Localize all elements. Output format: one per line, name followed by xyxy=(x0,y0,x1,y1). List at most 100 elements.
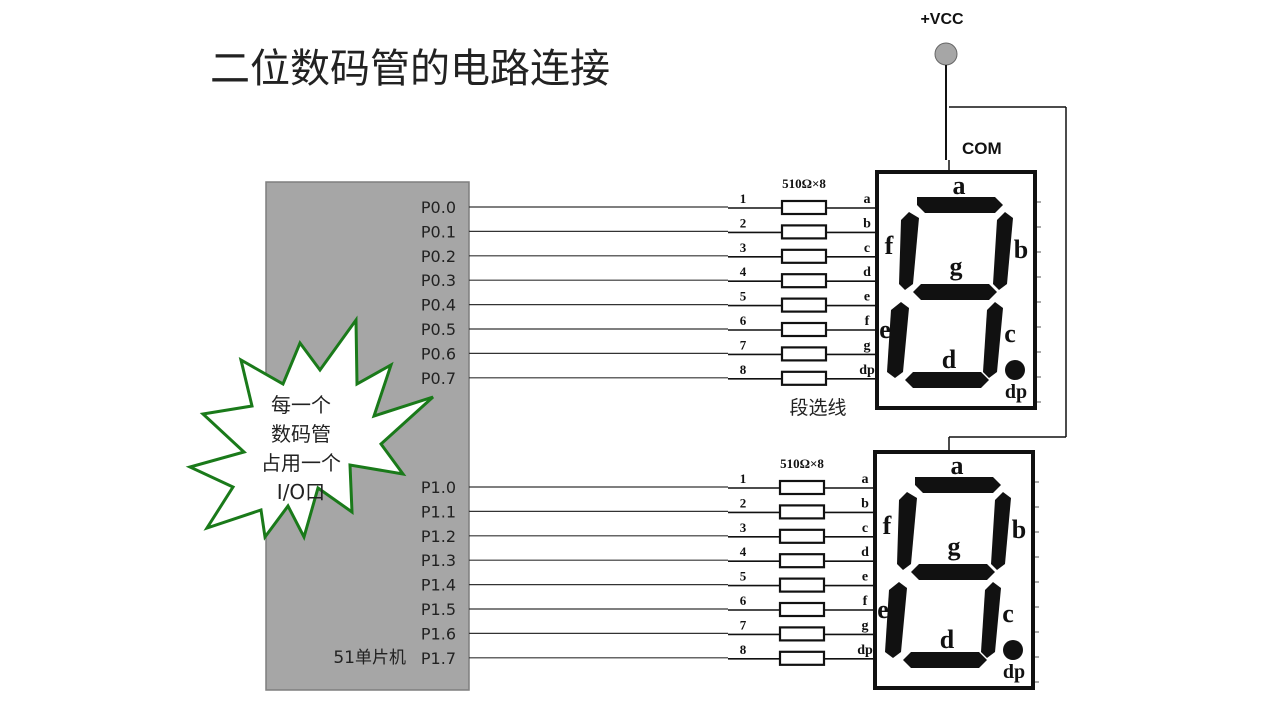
segment-c xyxy=(981,582,1001,658)
resistor-pin-number: 5 xyxy=(740,569,747,584)
segment-c xyxy=(983,302,1003,378)
pin-label: P0.2 xyxy=(421,247,456,266)
label-f: f xyxy=(883,511,892,540)
pin-label: P0.5 xyxy=(421,320,456,339)
callout-text-line: 占用一个 xyxy=(261,451,341,475)
segment-e xyxy=(887,302,909,378)
label-f: f xyxy=(885,231,894,260)
pin-label: P1.2 xyxy=(421,527,456,546)
pin-label: P0.3 xyxy=(421,271,456,290)
segment-f xyxy=(899,212,919,290)
label-e: e xyxy=(877,595,889,624)
callout-text-line: 每一个 xyxy=(271,393,331,417)
resistor-pin-number: 7 xyxy=(740,617,747,632)
label-d: d xyxy=(942,345,957,374)
segment-pin-label: b xyxy=(863,216,871,231)
segment-e xyxy=(885,582,907,658)
pin-label: P1.1 xyxy=(421,502,456,521)
segment-dp xyxy=(1003,640,1023,660)
resistor xyxy=(778,626,826,642)
segment-a xyxy=(915,477,1001,493)
resistor xyxy=(778,650,826,666)
label-b: b xyxy=(1014,235,1028,264)
segment-pin-label: f xyxy=(865,314,870,329)
segment-pin-label: g xyxy=(862,618,869,633)
vcc-label: +VCC xyxy=(920,11,964,28)
segment-pin-label: dp xyxy=(859,363,875,378)
resistor-pin-number: 3 xyxy=(740,240,747,255)
resistor-pin-number: 6 xyxy=(740,593,747,608)
resistor xyxy=(780,297,828,313)
resistor xyxy=(780,346,828,362)
pin-label: P1.6 xyxy=(421,624,456,643)
resistor xyxy=(778,479,826,496)
pin-label: P1.5 xyxy=(421,600,456,619)
resistor-pin-number: 3 xyxy=(740,520,747,535)
label-g: g xyxy=(948,532,961,561)
vcc-node xyxy=(934,42,958,66)
label-b: b xyxy=(1012,515,1026,544)
resistor-array-label: 510Ω×8 xyxy=(780,456,824,471)
pin-label: P0.4 xyxy=(421,296,456,315)
resistor xyxy=(780,199,828,216)
segment-g xyxy=(913,284,997,300)
segment-f xyxy=(897,492,917,570)
segment-pin-label: a xyxy=(864,192,871,207)
segment-pin-label: d xyxy=(863,265,871,280)
segment-d xyxy=(905,372,989,388)
segment-pin-label: b xyxy=(861,496,869,511)
callout-text-line: 数码管 xyxy=(271,422,331,446)
pin-label: P1.7 xyxy=(421,649,456,668)
label-dp: dp xyxy=(1005,381,1027,403)
resistor xyxy=(778,601,826,618)
segment-a xyxy=(917,197,1003,213)
resistor xyxy=(780,224,828,240)
segment-pin-label: c xyxy=(864,241,870,256)
callout-text-line: I/O口 xyxy=(277,480,325,504)
segment-pin-label: e xyxy=(864,290,870,305)
mcu-label: 51单片机 xyxy=(333,648,406,668)
pin-label: P1.4 xyxy=(421,576,456,595)
segment-b xyxy=(993,212,1013,290)
pin-label: P0.1 xyxy=(421,222,456,241)
pin-label: P0.7 xyxy=(421,369,456,388)
resistor-pin-number: 8 xyxy=(740,362,747,377)
segment-pin-label: c xyxy=(862,521,868,536)
resistor-pin-number: 1 xyxy=(740,471,747,486)
label-c: c xyxy=(1004,319,1016,348)
label-dp: dp xyxy=(1003,661,1025,683)
resistor-pin-number: 1 xyxy=(740,191,747,206)
segment-pin-label: a xyxy=(862,472,869,487)
resistor xyxy=(778,577,826,593)
resistor-pin-number: 7 xyxy=(740,337,747,352)
label-c: c xyxy=(1002,599,1014,628)
segment-pin-label: d xyxy=(861,545,869,560)
label-a: a xyxy=(951,451,964,480)
pin-label: P1.3 xyxy=(421,551,456,570)
resistor xyxy=(778,528,826,544)
segment-b xyxy=(991,492,1011,570)
label-g: g xyxy=(950,252,963,281)
resistor xyxy=(780,370,828,386)
resistor xyxy=(780,321,828,338)
segment-d xyxy=(903,652,987,668)
label-d: d xyxy=(940,625,955,654)
resistor-pin-number: 4 xyxy=(740,264,747,279)
page-title: 二位数码管的电路连接 xyxy=(210,46,610,92)
segment-pin-label: dp xyxy=(857,643,873,658)
segment-pin-label: e xyxy=(862,570,868,585)
label-e: e xyxy=(879,315,891,344)
resistor-pin-number: 6 xyxy=(740,313,747,328)
resistor-pin-number: 5 xyxy=(740,289,747,304)
resistor xyxy=(778,553,826,569)
resistor xyxy=(780,248,828,264)
resistor-array-label: 510Ω×8 xyxy=(782,176,826,191)
callout-burst xyxy=(185,315,435,542)
pin-label: P1.0 xyxy=(421,478,456,497)
segment-g xyxy=(911,564,995,580)
